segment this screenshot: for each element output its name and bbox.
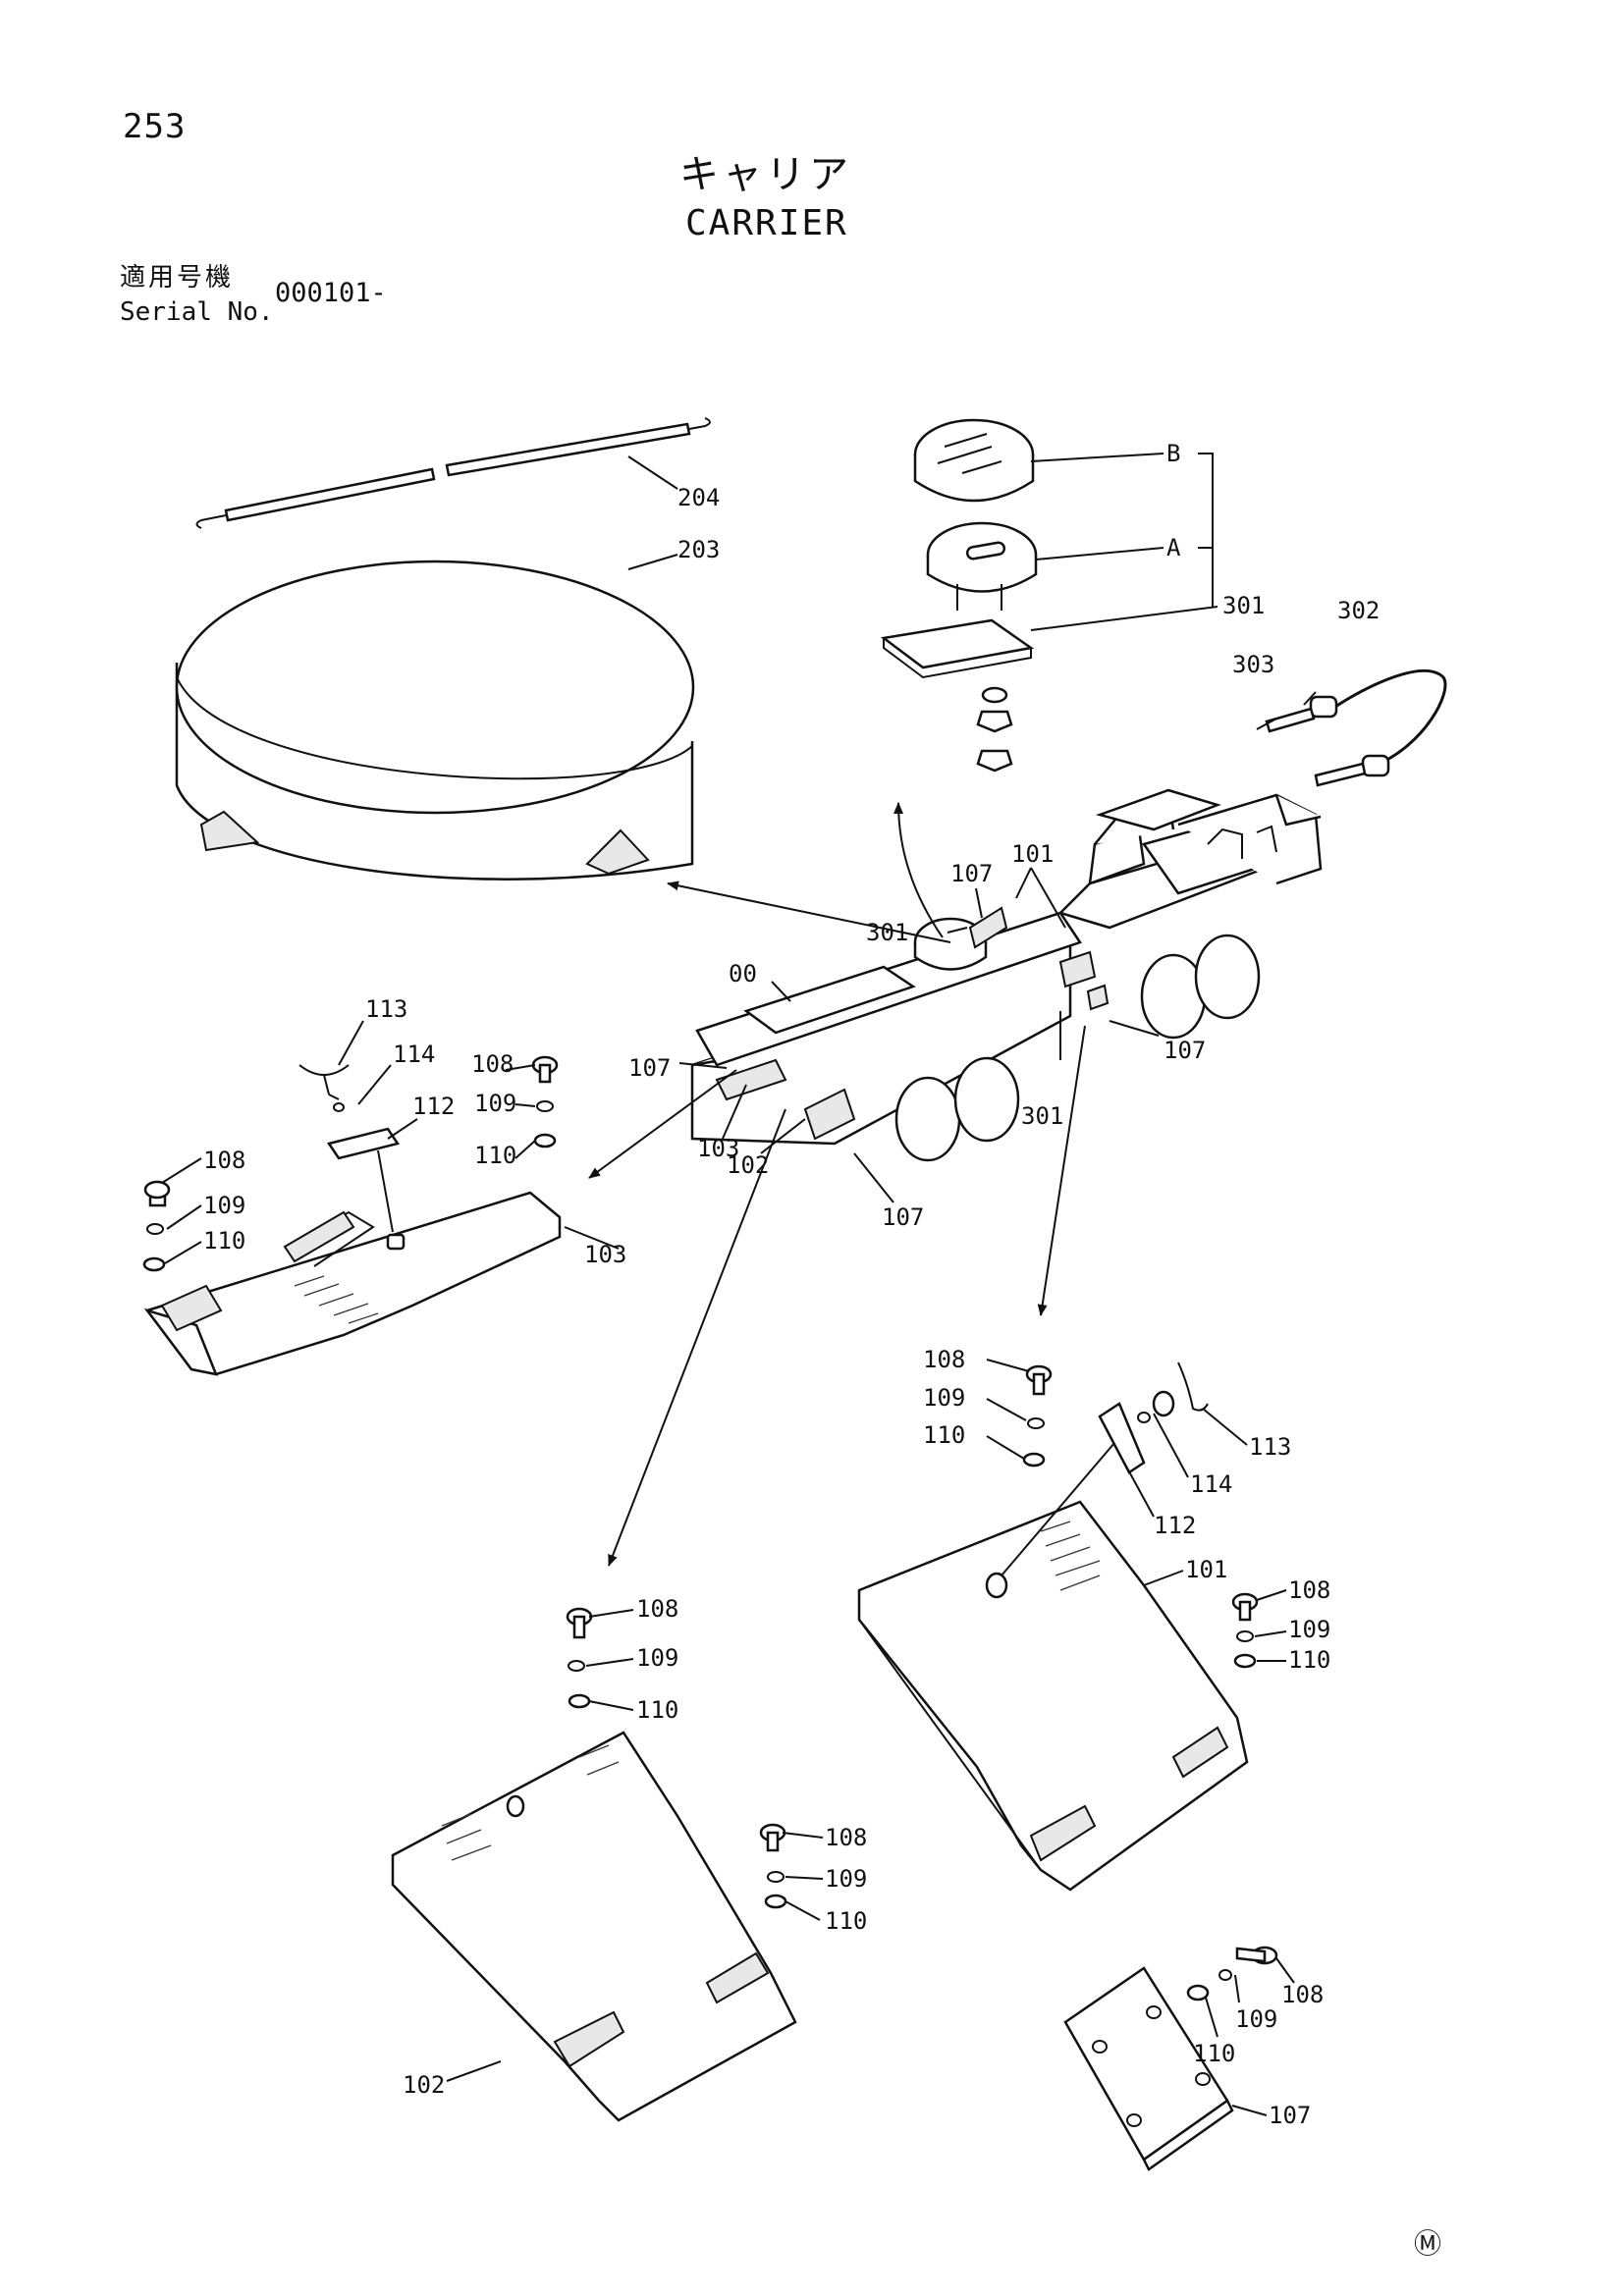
serial-number-range: 000101-	[275, 278, 387, 308]
callout-108: 108	[825, 1824, 867, 1851]
callout-108: 108	[923, 1346, 965, 1373]
callout-109: 109	[474, 1090, 516, 1117]
callout-107: 107	[950, 860, 993, 887]
serial-label-english: Serial No.	[120, 297, 274, 327]
explosion-arrows	[588, 802, 1086, 1567]
callout-109: 109	[923, 1384, 965, 1412]
callout-107: 107	[1164, 1037, 1206, 1064]
callout-113: 113	[1249, 1433, 1291, 1461]
guard-103-exploded	[142, 1055, 562, 1376]
callout-112: 112	[1154, 1512, 1196, 1539]
callout-107: 107	[882, 1203, 924, 1231]
callout-303: 303	[1232, 651, 1274, 678]
callout-110: 110	[203, 1227, 245, 1255]
callout-108: 108	[1288, 1576, 1330, 1604]
callout-110: 110	[636, 1696, 678, 1724]
callout-114: 114	[393, 1041, 435, 1068]
plate-107-exploded	[1063, 1946, 1278, 2171]
callout-302: 302	[1337, 597, 1380, 624]
callout-109: 109	[1288, 1616, 1330, 1643]
callout-110: 110	[1193, 2040, 1235, 2067]
callout-110: 110	[474, 1142, 516, 1169]
carrier-vehicle	[690, 788, 1323, 1162]
callout-A: A	[1166, 534, 1181, 561]
callout-102: 102	[403, 2071, 445, 2099]
page-title-english: CARRIER	[685, 203, 848, 243]
callout-110: 110	[923, 1421, 965, 1449]
callout-204: 204	[677, 484, 720, 511]
callout-108: 108	[1281, 1981, 1324, 2008]
callout-203: 203	[677, 536, 720, 563]
manual-mark: Ⓜ	[1414, 2227, 1442, 2260]
cover-assembly-301	[880, 418, 1038, 773]
guard-101-exploded	[857, 1362, 1259, 1892]
callout-103: 103	[697, 1135, 739, 1162]
callout-labels: 204 203 B A 301 302 303 107 101 301 00 1…	[203, 440, 1380, 2129]
page-number: 253	[123, 107, 187, 146]
callout-110: 110	[1288, 1646, 1330, 1674]
callout-102: 102	[727, 1151, 769, 1179]
callout-301: 301	[1021, 1102, 1063, 1130]
callout-112: 112	[412, 1093, 455, 1120]
callout-108: 108	[203, 1147, 245, 1174]
callout-107: 107	[628, 1054, 671, 1082]
callout-109: 109	[203, 1192, 245, 1219]
callout-109: 109	[1235, 2005, 1277, 2033]
callout-101: 101	[1011, 840, 1054, 868]
callout-110: 110	[825, 1907, 867, 1935]
callout-00: 00	[729, 960, 757, 988]
callout-107: 107	[1269, 2102, 1311, 2129]
callout-109: 109	[636, 1644, 678, 1672]
callout-114: 114	[1190, 1470, 1232, 1498]
callout-101: 101	[1185, 1556, 1227, 1583]
callout-301: 301	[866, 919, 908, 946]
cable-302	[1265, 668, 1447, 787]
callout-301: 301	[1222, 592, 1265, 619]
callout-103: 103	[584, 1241, 626, 1268]
callout-108: 108	[636, 1595, 678, 1623]
callout-113: 113	[365, 995, 407, 1023]
cover-203	[175, 560, 695, 881]
guard-102-exploded	[391, 1607, 797, 2122]
page-title-japanese: キャリア	[679, 152, 852, 197]
rod-204	[195, 417, 711, 529]
serial-label-japanese: 適用号機	[120, 263, 235, 293]
leader-lines	[161, 453, 1317, 2116]
callout-108: 108	[471, 1050, 514, 1078]
callout-B: B	[1166, 440, 1180, 467]
callout-109: 109	[825, 1865, 867, 1893]
